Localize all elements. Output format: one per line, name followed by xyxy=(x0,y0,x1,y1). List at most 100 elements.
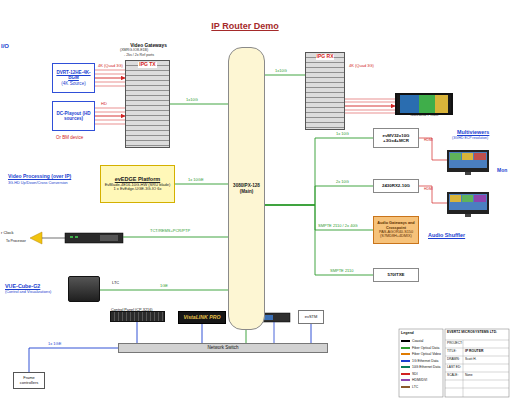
source-box: DC-Playout (HD sources) xyxy=(52,101,95,131)
monitor-screen xyxy=(449,194,487,210)
connector xyxy=(265,205,373,275)
legend: CoaxialFiber Optical DataFiber Optical V… xyxy=(401,338,441,390)
gateway-frame: IPG RX xyxy=(305,52,345,130)
source-box: DVRT-12HE-4K-BGM(4K Source) xyxy=(52,63,95,93)
legend-swatch xyxy=(401,340,410,342)
connector xyxy=(265,205,373,230)
node-text: PAS-AGOR40-S150 (S7MD8H+4DMIX) xyxy=(375,230,417,239)
control-panel: Control Panel (CP-3216) xyxy=(110,311,165,322)
title-block-rule xyxy=(445,372,509,373)
multiviewer-box: evMV32x10G +3Gx4+MCR xyxy=(373,128,419,148)
legend-text: HDMI/DVI xyxy=(412,378,427,382)
connector xyxy=(265,186,373,205)
node-text: evSTM xyxy=(305,315,318,320)
controller-box: Frame controllers xyxy=(13,372,45,389)
edge-label: SMPTE 2110 xyxy=(330,269,354,274)
gps-antenna-symbol xyxy=(30,232,42,244)
monitor-tile xyxy=(462,195,473,202)
annotation: TCT/REMS+PCR/PTP xyxy=(150,229,190,234)
edge-label: 1x10G xyxy=(186,98,198,103)
legend-text: Fiber Optical Video xyxy=(412,352,441,356)
sdi-wire xyxy=(95,112,125,113)
annotation: EVERTZ MICROSYSTEMS LTD. xyxy=(447,331,497,335)
sdi-wire xyxy=(95,82,125,83)
annotation: LTC xyxy=(112,281,119,286)
monitor-stand xyxy=(465,214,471,217)
node-text: DC-Playout (HD sources) xyxy=(54,111,93,122)
connector xyxy=(246,330,247,343)
ptp-wire xyxy=(123,237,228,238)
device-panel xyxy=(100,235,118,241)
title-block-rule xyxy=(463,340,464,397)
legend-row: Fiber Optical Video xyxy=(401,351,441,358)
connector xyxy=(170,104,228,105)
legend-swatch xyxy=(401,366,410,368)
legend-text: SDI xyxy=(412,372,418,376)
reference-wire xyxy=(42,238,65,239)
sdi-wire xyxy=(95,124,125,125)
legend-text: Coaxial xyxy=(412,339,423,343)
annotation: 4K (Quad 3G) xyxy=(98,64,123,69)
connector xyxy=(95,78,125,79)
node-text: Tektronix Prism xyxy=(391,113,457,118)
sdi-wire xyxy=(95,120,125,121)
sdi-wire xyxy=(345,110,395,111)
annotation: IP ROUTER xyxy=(465,350,483,354)
node-text: VUE-Cube-G2 xyxy=(5,283,65,289)
legend-swatch xyxy=(401,386,410,388)
node-text: (Control and Visualizations) xyxy=(5,290,65,294)
node-text: 3080IPX-128 (Main) xyxy=(230,183,263,194)
monitor-stand xyxy=(465,172,471,175)
annotation: Video Processing (over IP) xyxy=(8,174,71,180)
node-text: evMV32x10G +3Gx4+MCR xyxy=(375,133,417,143)
monitor-screen xyxy=(449,152,487,168)
device-box: evSTM xyxy=(298,310,324,324)
node-text: 570ITXE xyxy=(387,272,404,277)
legend-swatch xyxy=(401,373,410,375)
legend-row: HDMI/DVI xyxy=(401,377,441,384)
annotation: PROJECT: xyxy=(447,342,462,346)
legend-text: Fiber Optical Data xyxy=(412,346,439,350)
title-block-rule xyxy=(445,348,509,349)
legend-swatch xyxy=(401,360,410,362)
connector xyxy=(100,290,228,291)
edge-label: 2x 10G xyxy=(336,180,349,185)
annotation: To Processor xyxy=(6,240,26,244)
status-led xyxy=(70,236,73,238)
monitor-tile xyxy=(450,195,461,202)
annotation: r Clock xyxy=(1,231,13,236)
connector xyxy=(95,116,125,117)
monitor-symbol xyxy=(447,150,489,172)
node-text: Frame controllers xyxy=(15,376,43,385)
legend-row: 1G Ethernet Data xyxy=(401,358,441,365)
annotation: 4K (Quad 3G) xyxy=(349,64,374,69)
sync-generator-device xyxy=(65,233,123,243)
monitor-tile xyxy=(474,153,486,160)
connector xyxy=(265,138,373,205)
title-block-rule xyxy=(445,380,509,381)
title-block-rule xyxy=(445,356,509,357)
annotation: Scott H. xyxy=(465,358,476,362)
annotation: None xyxy=(465,374,473,378)
gateway-frame: Video GatewaysIPG TX xyxy=(125,60,170,148)
node-text: Video Gateways xyxy=(118,43,179,49)
monitor-symbol xyxy=(447,192,489,214)
annotation: Legend xyxy=(401,331,414,335)
legend-row: 10G Ethernet Data xyxy=(401,364,441,371)
connector xyxy=(175,184,228,185)
diagram-title: IP Router Demo xyxy=(175,21,315,31)
waveform-monitor: Tektronix Prism xyxy=(395,93,453,115)
connector xyxy=(345,106,395,107)
title-block-rule xyxy=(445,364,509,365)
connector xyxy=(137,322,138,343)
title-block-rule xyxy=(445,388,509,389)
legend-swatch xyxy=(401,353,410,355)
annotation: HDMI xyxy=(424,188,433,192)
edge-label: 1x10G xyxy=(275,69,287,74)
edge-label: 1x 10GE xyxy=(188,178,204,183)
annotation: HDMI xyxy=(424,139,433,143)
node-text: Network Switch xyxy=(207,345,238,350)
hdmi-wire xyxy=(419,138,447,160)
annotation: I/O xyxy=(1,43,9,50)
